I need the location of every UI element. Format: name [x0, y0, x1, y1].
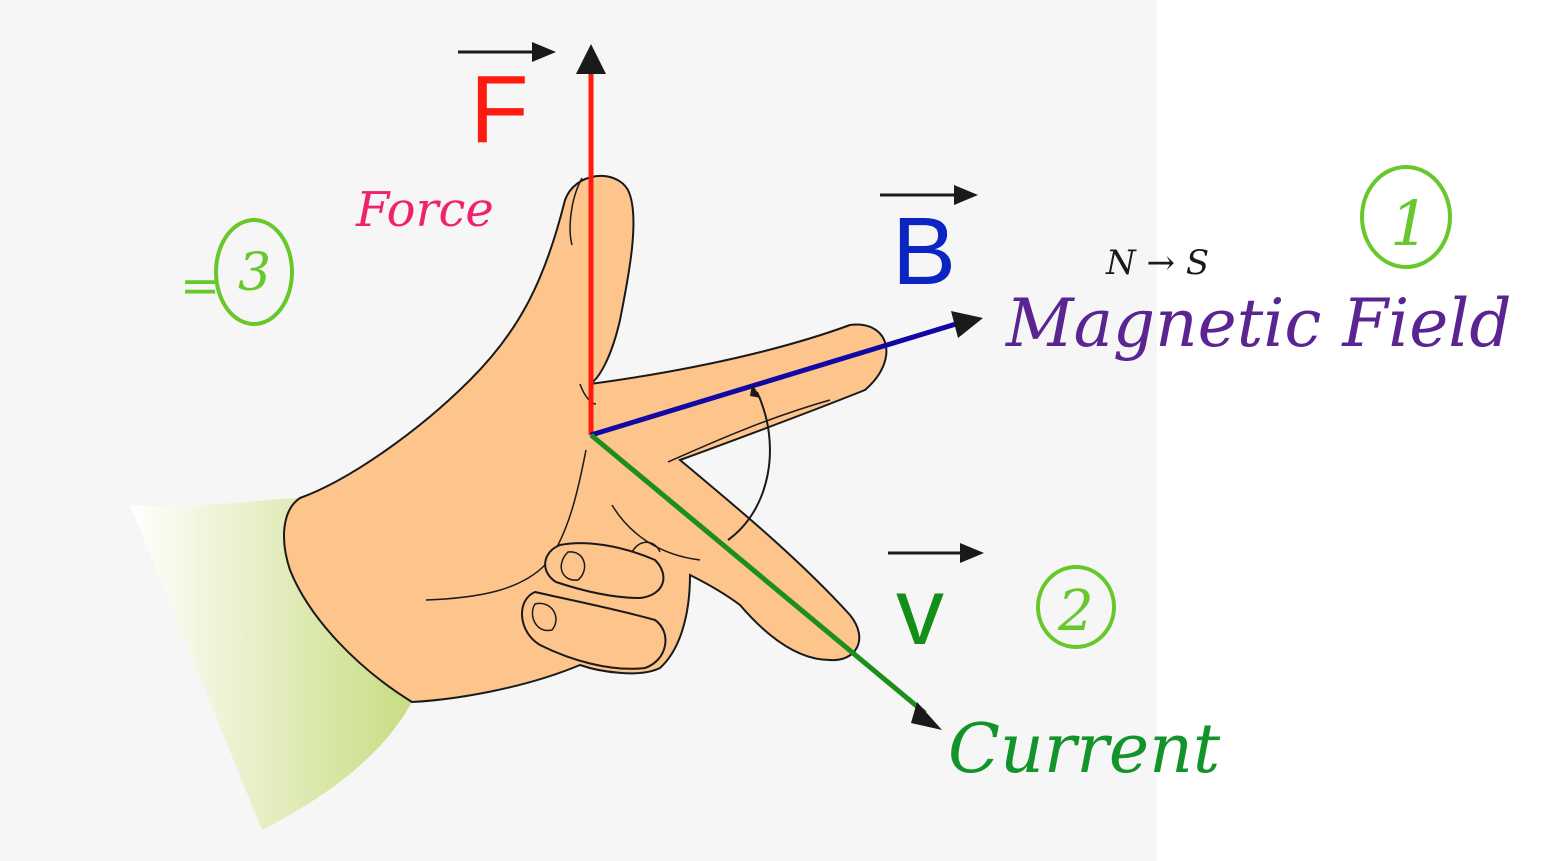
- force-vector-bar-arrowhead: [532, 42, 556, 62]
- step-1-circle: [1360, 165, 1452, 269]
- thumb-crease: [569, 177, 583, 246]
- field-arrowhead: [951, 311, 983, 338]
- step-1-number: 1: [1390, 187, 1429, 260]
- knuckle-curl: [631, 541, 661, 553]
- field-label: Magnetic Field: [1005, 285, 1512, 362]
- current-label: Current: [948, 710, 1221, 789]
- velocity-vector-bar-arrowhead: [960, 543, 984, 563]
- force-label: Force: [355, 182, 494, 238]
- folded-pinky-finger: [521, 590, 667, 670]
- force-letter: F: [470, 56, 529, 163]
- step-3-number: 3: [238, 243, 271, 303]
- velocity-arrowhead: [911, 702, 942, 730]
- field-direction-note: N → S: [1105, 243, 1209, 283]
- step-3-prefix: =: [180, 258, 220, 314]
- field-vector-bar-arrowhead: [954, 185, 978, 205]
- hand-palm: [283, 174, 888, 704]
- field-letter: B: [892, 198, 956, 305]
- rotation-arc-arrowhead: [750, 384, 761, 398]
- index-finger-gap: [667, 399, 831, 463]
- folded-ring-fingernail: [560, 551, 586, 581]
- velocity-letter: v: [896, 558, 944, 665]
- field-axis: [590, 321, 957, 438]
- step-2-number: 2: [1057, 579, 1094, 644]
- step-2-circle: [1036, 565, 1116, 649]
- folded-ring-finger: [544, 542, 665, 600]
- force-arrowhead: [576, 44, 606, 74]
- step-3-circle: [214, 218, 294, 326]
- rotation-arc: [727, 391, 771, 541]
- sleeve: [130, 498, 412, 830]
- thumb-line: [579, 383, 597, 405]
- folded-pinky-fingernail: [531, 602, 557, 632]
- velocity-axis: [589, 433, 927, 715]
